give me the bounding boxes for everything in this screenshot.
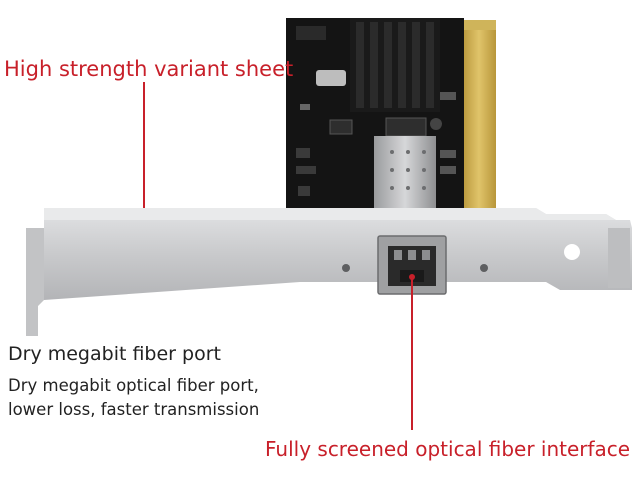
metal-bracket	[26, 208, 632, 336]
sfp-cage-top	[374, 136, 436, 210]
leader-lines	[143, 82, 415, 430]
callout-fiber-port-title: Dry megabit fiber port	[8, 343, 221, 365]
callout-screened-fiber-interface: Fully screened optical fiber interface	[265, 437, 631, 461]
callout-fiber-port-desc-line-2: lower loss, faster transmission	[8, 400, 260, 419]
callout-fiber-port-description: Dry megabit optical fiber port, lower lo…	[8, 374, 278, 422]
leader-dot-bottom	[409, 274, 415, 280]
heatsink	[350, 18, 440, 112]
callout-high-strength-sheet: High strength variant sheet	[4, 57, 294, 81]
callout-fiber-port-desc-line-1: Dry megabit optical fiber port,	[8, 376, 259, 395]
pci-gold-edge	[462, 20, 496, 208]
